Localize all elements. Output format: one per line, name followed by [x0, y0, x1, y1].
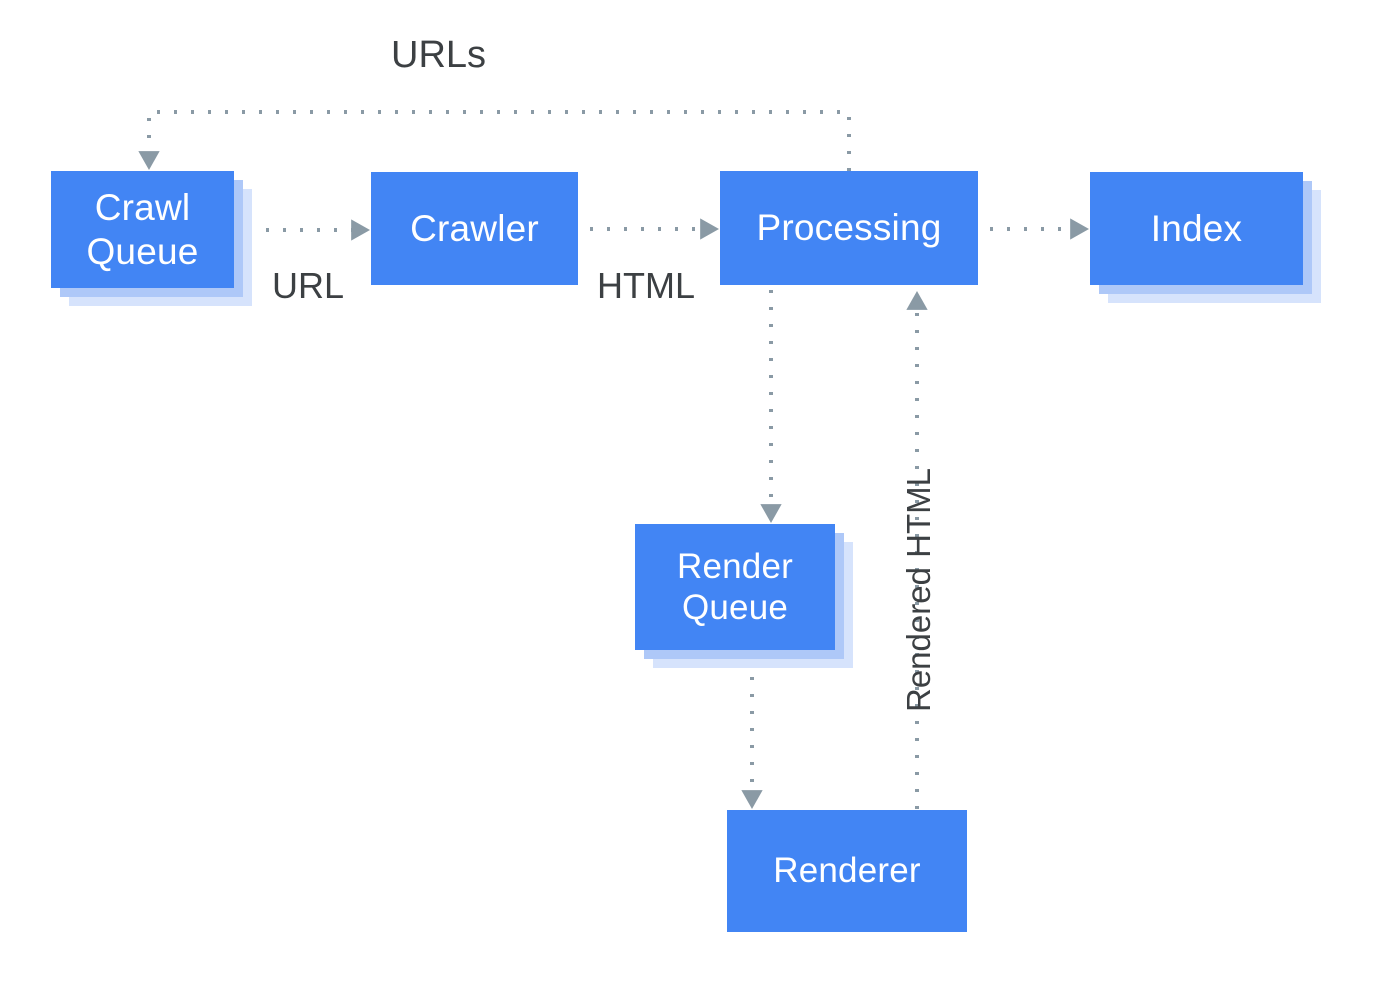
edge-arrowhead-render-queue-to-renderer — [741, 790, 763, 809]
edge-crawl-queue-to-crawler — [249, 219, 370, 241]
label-html: HTML — [597, 265, 695, 306]
node-crawl-queue[interactable]: Crawl Queue — [51, 171, 234, 288]
node-render-queue[interactable]: Render Queue — [635, 524, 835, 650]
node-processing[interactable]: Processing — [720, 171, 978, 285]
node-label-processing: Processing — [756, 207, 942, 249]
edge-arrowhead-crawl-queue-to-crawler — [351, 219, 370, 241]
edge-arrowhead-processing-to-index — [1070, 218, 1089, 240]
node-label-renderer: Renderer — [773, 851, 921, 891]
edge-processing-to-render-queue — [760, 290, 782, 523]
node-crawler[interactable]: Crawler — [371, 172, 578, 285]
label-url: URL — [272, 265, 345, 306]
edge-render-queue-to-renderer — [741, 677, 763, 809]
node-renderer[interactable]: Renderer — [727, 810, 967, 932]
node-label-index: Index — [1150, 207, 1243, 249]
node-label-crawl-queue: Crawl Queue — [86, 186, 199, 272]
label-rendered-html: Rendered HTML — [900, 468, 937, 712]
edge-arrowhead-urls-feedback — [138, 151, 160, 170]
label-urls: URLs — [391, 34, 487, 76]
edge-crawler-to-processing — [590, 218, 719, 240]
edge-processing-to-index — [990, 218, 1089, 240]
edge-arrowhead-processing-to-render-queue — [760, 504, 782, 523]
edge-arrowhead-renderer-to-processing — [906, 291, 928, 310]
node-label-render-queue: Render Queue — [677, 546, 793, 627]
node-index[interactable]: Index — [1090, 172, 1303, 285]
edge-arrowhead-crawler-to-processing — [700, 218, 719, 240]
node-label-crawler: Crawler — [410, 207, 539, 249]
edge-urls-feedback — [138, 110, 851, 171]
edge-line-urls-feedback — [147, 110, 851, 171]
